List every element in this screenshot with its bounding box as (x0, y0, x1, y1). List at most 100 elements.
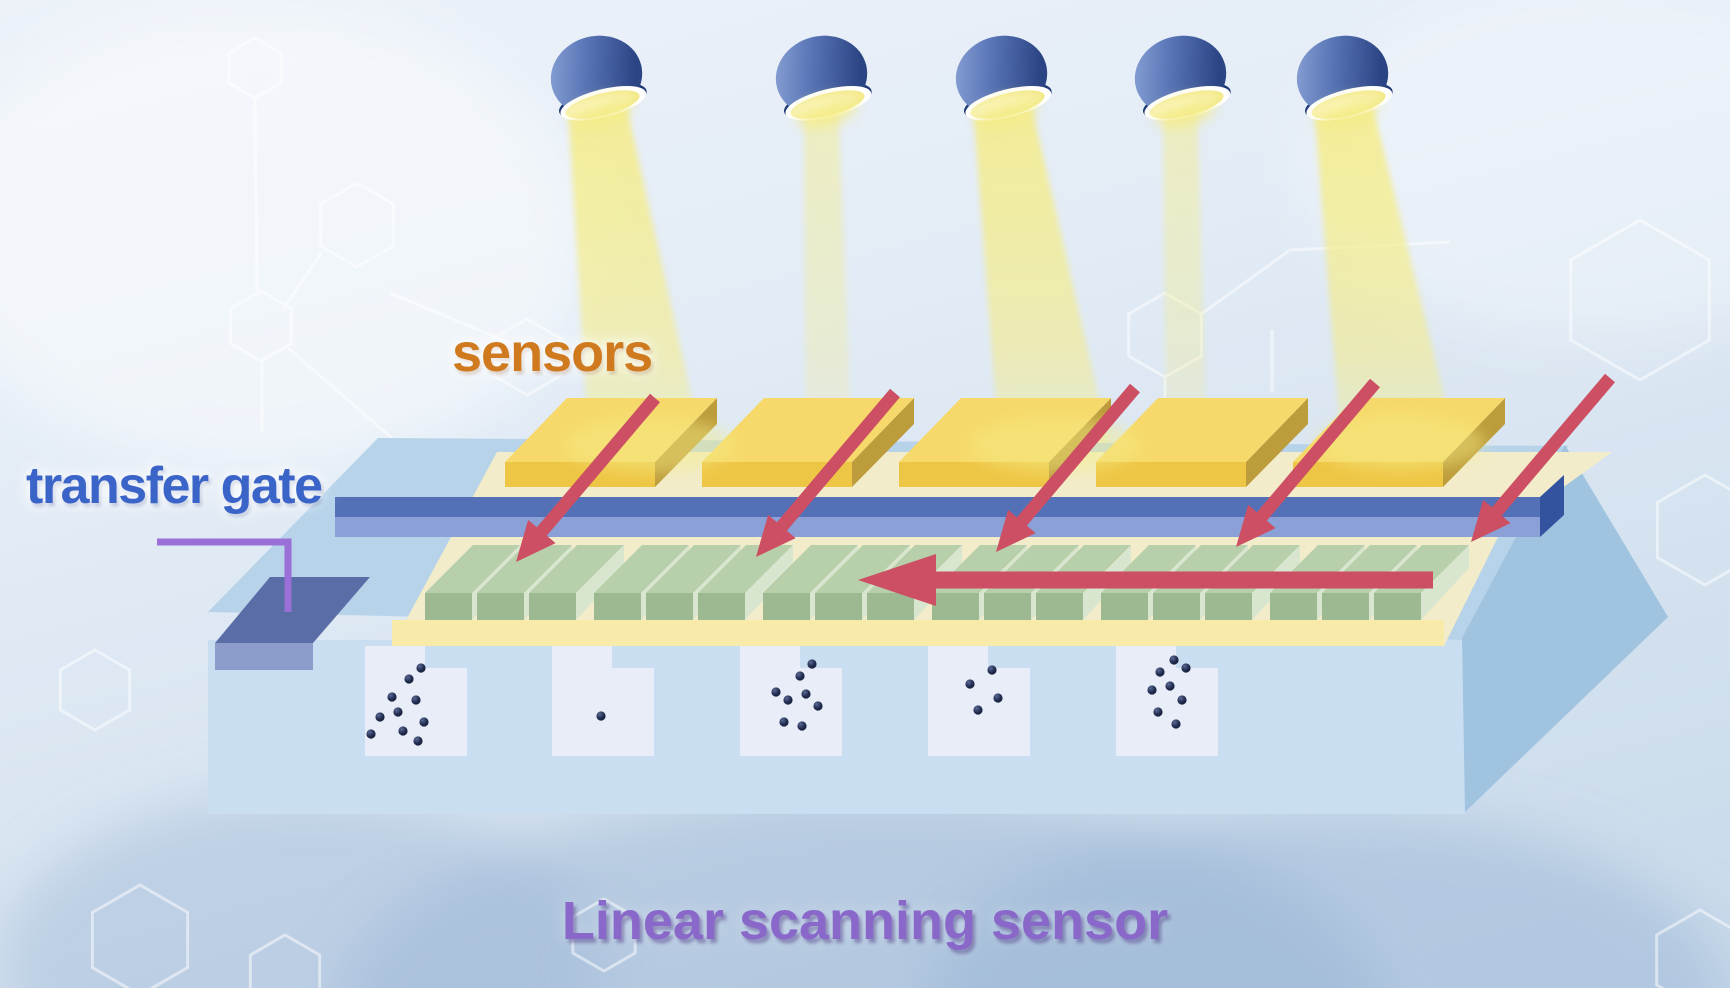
electron-dot (973, 705, 983, 715)
electrode-front-face (932, 593, 979, 620)
electrode-top-face (477, 545, 572, 593)
arrow-head (1236, 504, 1276, 547)
light-beam-strong (973, 104, 1112, 458)
molecule-bond-line (1199, 248, 1291, 317)
electron-dot (375, 712, 385, 722)
register-electrode (529, 545, 624, 620)
electron-dot (393, 707, 403, 717)
electron-dot (807, 659, 817, 669)
electron-dot (987, 665, 997, 675)
electrode-front-face (1036, 593, 1083, 620)
well-step-region (612, 668, 654, 756)
electron-dot (1169, 655, 1179, 665)
transfer-gate-pointer-line (157, 538, 292, 612)
charge-arrow (996, 383, 1140, 552)
electrode-front-face (477, 593, 524, 620)
hexagon-icon (58, 648, 132, 732)
pad-glow (970, 417, 1140, 473)
lamp-icon (1296, 35, 1393, 127)
electrode-front-face (594, 593, 641, 620)
lamp-icon (550, 35, 647, 127)
electrode-front-face (1205, 593, 1252, 620)
electrode-front-face (698, 593, 745, 620)
hexagon-decorations (58, 36, 1730, 988)
electron-dot (965, 679, 975, 689)
electron-dot (801, 689, 811, 699)
bg-blob (930, 810, 1730, 988)
pad-side-face (1246, 398, 1308, 487)
transfer-gate-label: transfer gate (26, 457, 323, 515)
transfer-gate-bar (335, 475, 1564, 537)
electrode-front-face (763, 593, 810, 620)
electron-dot (411, 695, 421, 705)
hexagon-icon (319, 181, 395, 269)
electron-dot (813, 701, 823, 711)
lamp-glow (572, 97, 631, 127)
electrode-top-face (815, 545, 910, 593)
potential-well (1116, 646, 1218, 756)
arrow-head (996, 509, 1036, 552)
hexagon-icon (492, 317, 562, 397)
electrode-side-face (745, 545, 793, 620)
electron-dot (1153, 707, 1163, 717)
well-deep-region (552, 646, 612, 756)
electrode-side-face (576, 545, 624, 620)
arrow-head (858, 554, 936, 606)
potential-well (928, 646, 1030, 756)
arrow-shaft (775, 388, 900, 533)
electrode-front-face (425, 593, 472, 620)
electron-dot (783, 695, 793, 705)
oxide-platform-front (392, 620, 1444, 646)
arrow-shaft (1015, 383, 1140, 528)
light-beam-weak (1163, 104, 1207, 445)
hexagon-icon (571, 897, 637, 973)
charge-arrow (1471, 373, 1615, 542)
electron-dot (1181, 663, 1191, 673)
light-beam-weak (804, 104, 852, 448)
electrode-side-face (1421, 545, 1469, 620)
electron-dot (1147, 685, 1157, 695)
pad-top-face (702, 398, 914, 462)
electron-dot (419, 717, 429, 727)
pad-glow (1315, 415, 1485, 471)
lamp-icon (775, 35, 872, 127)
electrons (366, 655, 1191, 746)
molecule-bond-line (389, 291, 511, 345)
bg-blob (0, 795, 600, 988)
bar-front-band (335, 517, 1540, 537)
electron-dot (413, 736, 423, 746)
arrow-head (516, 519, 556, 562)
electron-dot (993, 693, 1003, 703)
sensor-pad (1096, 398, 1308, 487)
bar-end-cap (1540, 475, 1564, 537)
lamp-glow (797, 97, 856, 127)
electron-dot (416, 663, 426, 673)
molecule-bond-line (281, 251, 324, 311)
lamp-icon (955, 35, 1052, 127)
electrode-top-face (763, 545, 858, 593)
electrode-front-face (1270, 593, 1317, 620)
electron-dot (387, 692, 397, 702)
lamp-glow (1156, 97, 1215, 127)
electron-dot (795, 671, 805, 681)
arrow-shaft (1255, 378, 1380, 523)
electrode-front-face (646, 593, 693, 620)
electron-dot (779, 717, 789, 727)
register-electrode (698, 545, 793, 620)
hexagon-icon (248, 933, 322, 988)
bar-top-band (335, 497, 1540, 517)
electrode-front-face (867, 593, 914, 620)
electrode-front-face (529, 593, 576, 620)
pad-side-face (852, 398, 914, 487)
hexagon-icon (90, 883, 190, 988)
charge-arrow (858, 554, 1433, 606)
electrode-front-face (1322, 593, 1369, 620)
electron-dot (1165, 681, 1175, 691)
hexagon-icon (1655, 473, 1730, 587)
potential-well (552, 646, 654, 756)
electrode-front-face (1153, 593, 1200, 620)
electrode-front (215, 643, 313, 670)
transfer-gate-electrode (215, 577, 370, 670)
hexagon-icon (1569, 218, 1711, 382)
electron-dot (771, 687, 781, 697)
